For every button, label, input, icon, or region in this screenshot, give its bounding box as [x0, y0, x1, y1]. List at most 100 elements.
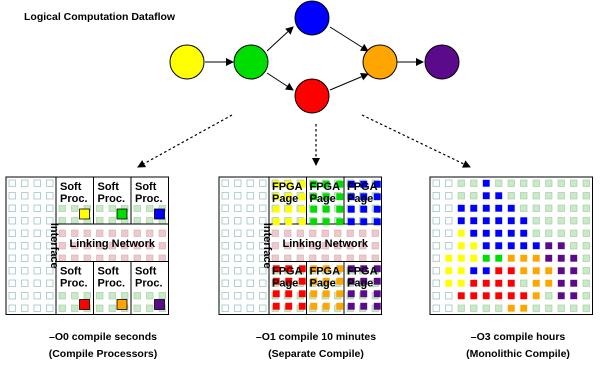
block-label-line1: FPGA — [310, 266, 341, 278]
mapped-cell — [285, 180, 293, 188]
mapped-cell — [507, 254, 515, 262]
fabric-cell — [108, 242, 116, 250]
fabric-cell — [21, 192, 29, 200]
fabric-cell — [445, 217, 453, 225]
fabric-cell — [234, 204, 242, 212]
mapped-cell — [457, 254, 465, 262]
fabric-cell — [445, 179, 453, 187]
fabric-cell — [8, 279, 16, 287]
mapped-cell — [336, 277, 344, 285]
fabric-cell — [259, 279, 267, 287]
fabric-cell — [108, 204, 116, 212]
block-label-line2: Proc. — [98, 193, 126, 205]
fabric-cell — [346, 242, 354, 250]
fabric-cell — [221, 179, 229, 187]
mapped-cell — [557, 279, 565, 287]
caption-o0-line1: –O0 compile seconds — [49, 331, 157, 343]
fabric-cell — [83, 229, 91, 237]
fabric-cell — [371, 254, 379, 262]
mapped-cell — [482, 254, 490, 262]
fabric-cell — [570, 304, 578, 312]
fabric-cell — [71, 292, 79, 300]
fabric-cell — [545, 229, 553, 237]
mapped-cell — [482, 242, 490, 250]
fabric-cell — [21, 229, 29, 237]
dataflow-nodes — [169, 0, 460, 114]
mapped-cell — [322, 265, 330, 273]
fabric-cell — [334, 229, 342, 237]
mapped-cell — [322, 205, 330, 213]
fabric-cell — [246, 229, 254, 237]
fabric-cell — [8, 242, 16, 250]
mapped-cell — [470, 242, 478, 250]
fabric-cell — [121, 254, 129, 262]
mapped-cell — [495, 267, 503, 275]
fabric-cell — [133, 242, 141, 250]
mapped-cell — [360, 265, 368, 273]
fabric-cell — [432, 304, 440, 312]
fabric-cell — [570, 217, 578, 225]
fabric-cell — [96, 254, 104, 262]
mapped-cell — [298, 265, 306, 273]
fabric-cell — [432, 229, 440, 237]
mapped-cell — [272, 265, 280, 273]
captions: –O0 compile seconds (Compile Processors)… — [49, 331, 570, 360]
fabric-cell — [46, 229, 54, 237]
block-label-line2: Proc. — [98, 278, 126, 290]
fabric-cell — [246, 304, 254, 312]
fabric-cell — [133, 304, 141, 312]
mapped-cell — [272, 218, 280, 226]
mapped-cell — [298, 218, 306, 226]
fabric-cell — [33, 267, 41, 275]
block-label-line1: FPGA — [347, 181, 378, 193]
fabric-cell — [445, 304, 453, 312]
fabric-cell — [520, 204, 528, 212]
linking-network-label: Linking Network — [282, 238, 368, 250]
fabric-cell — [221, 254, 229, 262]
block-label-line2: Page — [347, 278, 373, 290]
fabric-cell — [158, 292, 166, 300]
mapped-cell — [507, 292, 515, 300]
fabric-cell — [58, 304, 66, 312]
fabric-cell — [259, 229, 267, 237]
fabric-cell — [46, 267, 54, 275]
label-bg — [95, 263, 129, 290]
fabric-cell — [582, 279, 590, 287]
mapped-cell — [457, 204, 465, 212]
fabric-cell — [346, 229, 354, 237]
fabric-cell — [33, 304, 41, 312]
fabric-cell — [296, 242, 304, 250]
mapped-cell — [507, 242, 515, 250]
caption-o1-line2: (Separate Compile) — [268, 348, 364, 360]
fabric-cell — [146, 304, 154, 312]
fabric-cell — [146, 204, 154, 212]
fabric-cell — [33, 229, 41, 237]
block-label-line2: Proc. — [60, 193, 88, 205]
fabric-cell — [557, 217, 565, 225]
fabric-cell — [557, 179, 565, 187]
fabric-cell — [246, 242, 254, 250]
fabric-cell — [334, 242, 342, 250]
fabric-cell — [71, 254, 79, 262]
dataflow-edges — [205, 26, 424, 91]
mapped-cell — [482, 292, 490, 300]
fabric-cell — [557, 304, 565, 312]
fabric-cell — [108, 217, 116, 225]
arrow-to-o0 — [137, 114, 233, 168]
node-purple — [424, 44, 460, 80]
fabric-cell — [83, 254, 91, 262]
mapped-cell — [445, 254, 453, 262]
fabric-cell — [582, 292, 590, 300]
mapped-cell — [310, 193, 318, 201]
mapped-cell — [482, 192, 490, 200]
mapped-cell — [310, 205, 318, 213]
diagram-title: Logical Computation Dataflow — [24, 11, 176, 23]
caption-o3-line1: –O3 compile hours — [471, 331, 566, 343]
fabric-cell — [532, 217, 540, 225]
mapped-cell — [457, 292, 465, 300]
fabric-cell — [246, 292, 254, 300]
fabric-cell — [46, 179, 54, 187]
